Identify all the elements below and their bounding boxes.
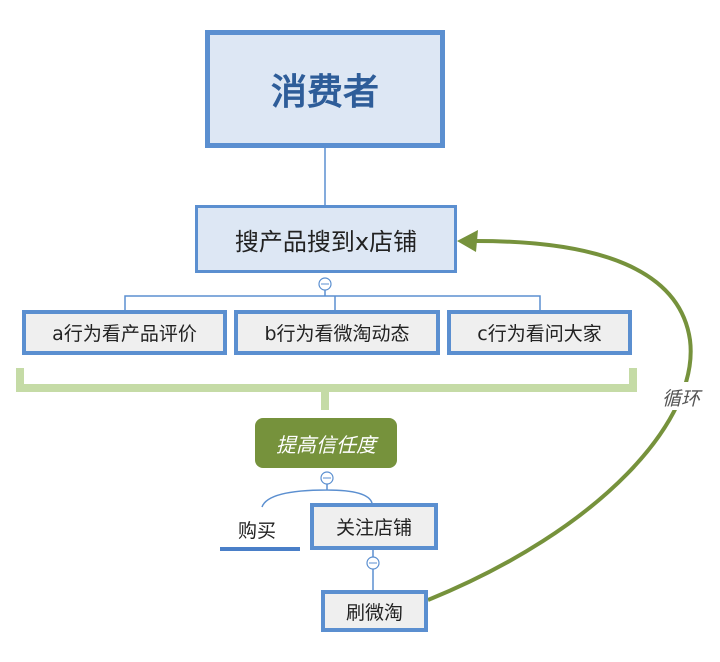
buy-node[interactable]: 购买 (238, 516, 276, 543)
behavior-node-a[interactable]: a行为看产品评价 (22, 310, 227, 355)
search-node[interactable]: 搜产品搜到x店铺 (195, 205, 457, 273)
behavior-label: a行为看产品评价 (52, 323, 197, 345)
branch-connector (124, 295, 541, 310)
loop-label: 循环 (662, 384, 700, 411)
follow-node[interactable]: 关注店铺 (310, 503, 438, 550)
arrowhead-icon (457, 230, 478, 252)
root-node[interactable]: 消费者 (205, 30, 445, 148)
behavior-label: b行为看微淘动态 (264, 323, 410, 345)
trust-node[interactable]: 提高信任度 (255, 418, 397, 468)
follow-label: 关注店铺 (335, 517, 412, 539)
behavior-node-b[interactable]: b行为看微淘动态 (234, 310, 440, 355)
search-label: 搜产品搜到x店铺 (234, 227, 418, 256)
root-label: 消费者 (270, 72, 379, 113)
browse-node[interactable]: 刷微淘 (321, 590, 428, 632)
behavior-node-c[interactable]: c行为看问大家 (447, 310, 632, 355)
trust-label: 提高信任度 (276, 432, 376, 457)
browse-label: 刷微淘 (345, 601, 403, 624)
summary-bracket (16, 368, 637, 410)
loop-arrow (427, 238, 693, 602)
behavior-label: c行为看问大家 (477, 323, 602, 345)
loop-text: 循环 (662, 388, 701, 410)
buy-label: 购买 (238, 520, 277, 542)
